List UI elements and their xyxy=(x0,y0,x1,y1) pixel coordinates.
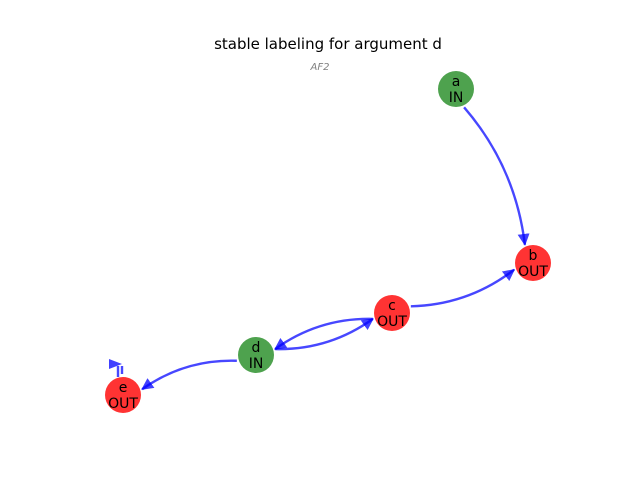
node-a-status: IN xyxy=(449,90,464,106)
node-c-name: c xyxy=(388,298,396,314)
node-a: aIN xyxy=(438,71,474,107)
edges-layer xyxy=(109,106,530,391)
edge-e-to-e xyxy=(116,366,124,377)
chart-title: stable labeling for argument d xyxy=(214,35,442,53)
edge-c-to-b xyxy=(410,268,516,308)
node-d: dIN xyxy=(238,337,274,373)
edge-a-to-b xyxy=(463,106,530,246)
node-a-name: a xyxy=(452,74,461,90)
edge-d-to-c xyxy=(275,317,374,351)
node-c-status: OUT xyxy=(377,314,407,330)
node-c-circle xyxy=(374,295,410,331)
node-d-status: IN xyxy=(249,356,264,372)
node-d-circle xyxy=(238,337,274,373)
node-e-name: e xyxy=(119,380,128,396)
edge-d-to-e xyxy=(141,359,237,391)
chart-subtitle: AF2 xyxy=(310,62,330,73)
node-e-circle xyxy=(105,377,141,413)
node-b-status: OUT xyxy=(518,264,548,280)
node-b-name: b xyxy=(529,248,538,264)
edge-e-to-e-arrowhead xyxy=(109,359,122,369)
node-b-circle xyxy=(515,245,551,281)
node-e-status: OUT xyxy=(108,396,138,412)
edge-c-to-d xyxy=(274,317,373,351)
node-d-name: d xyxy=(252,340,261,356)
node-a-circle xyxy=(438,71,474,107)
